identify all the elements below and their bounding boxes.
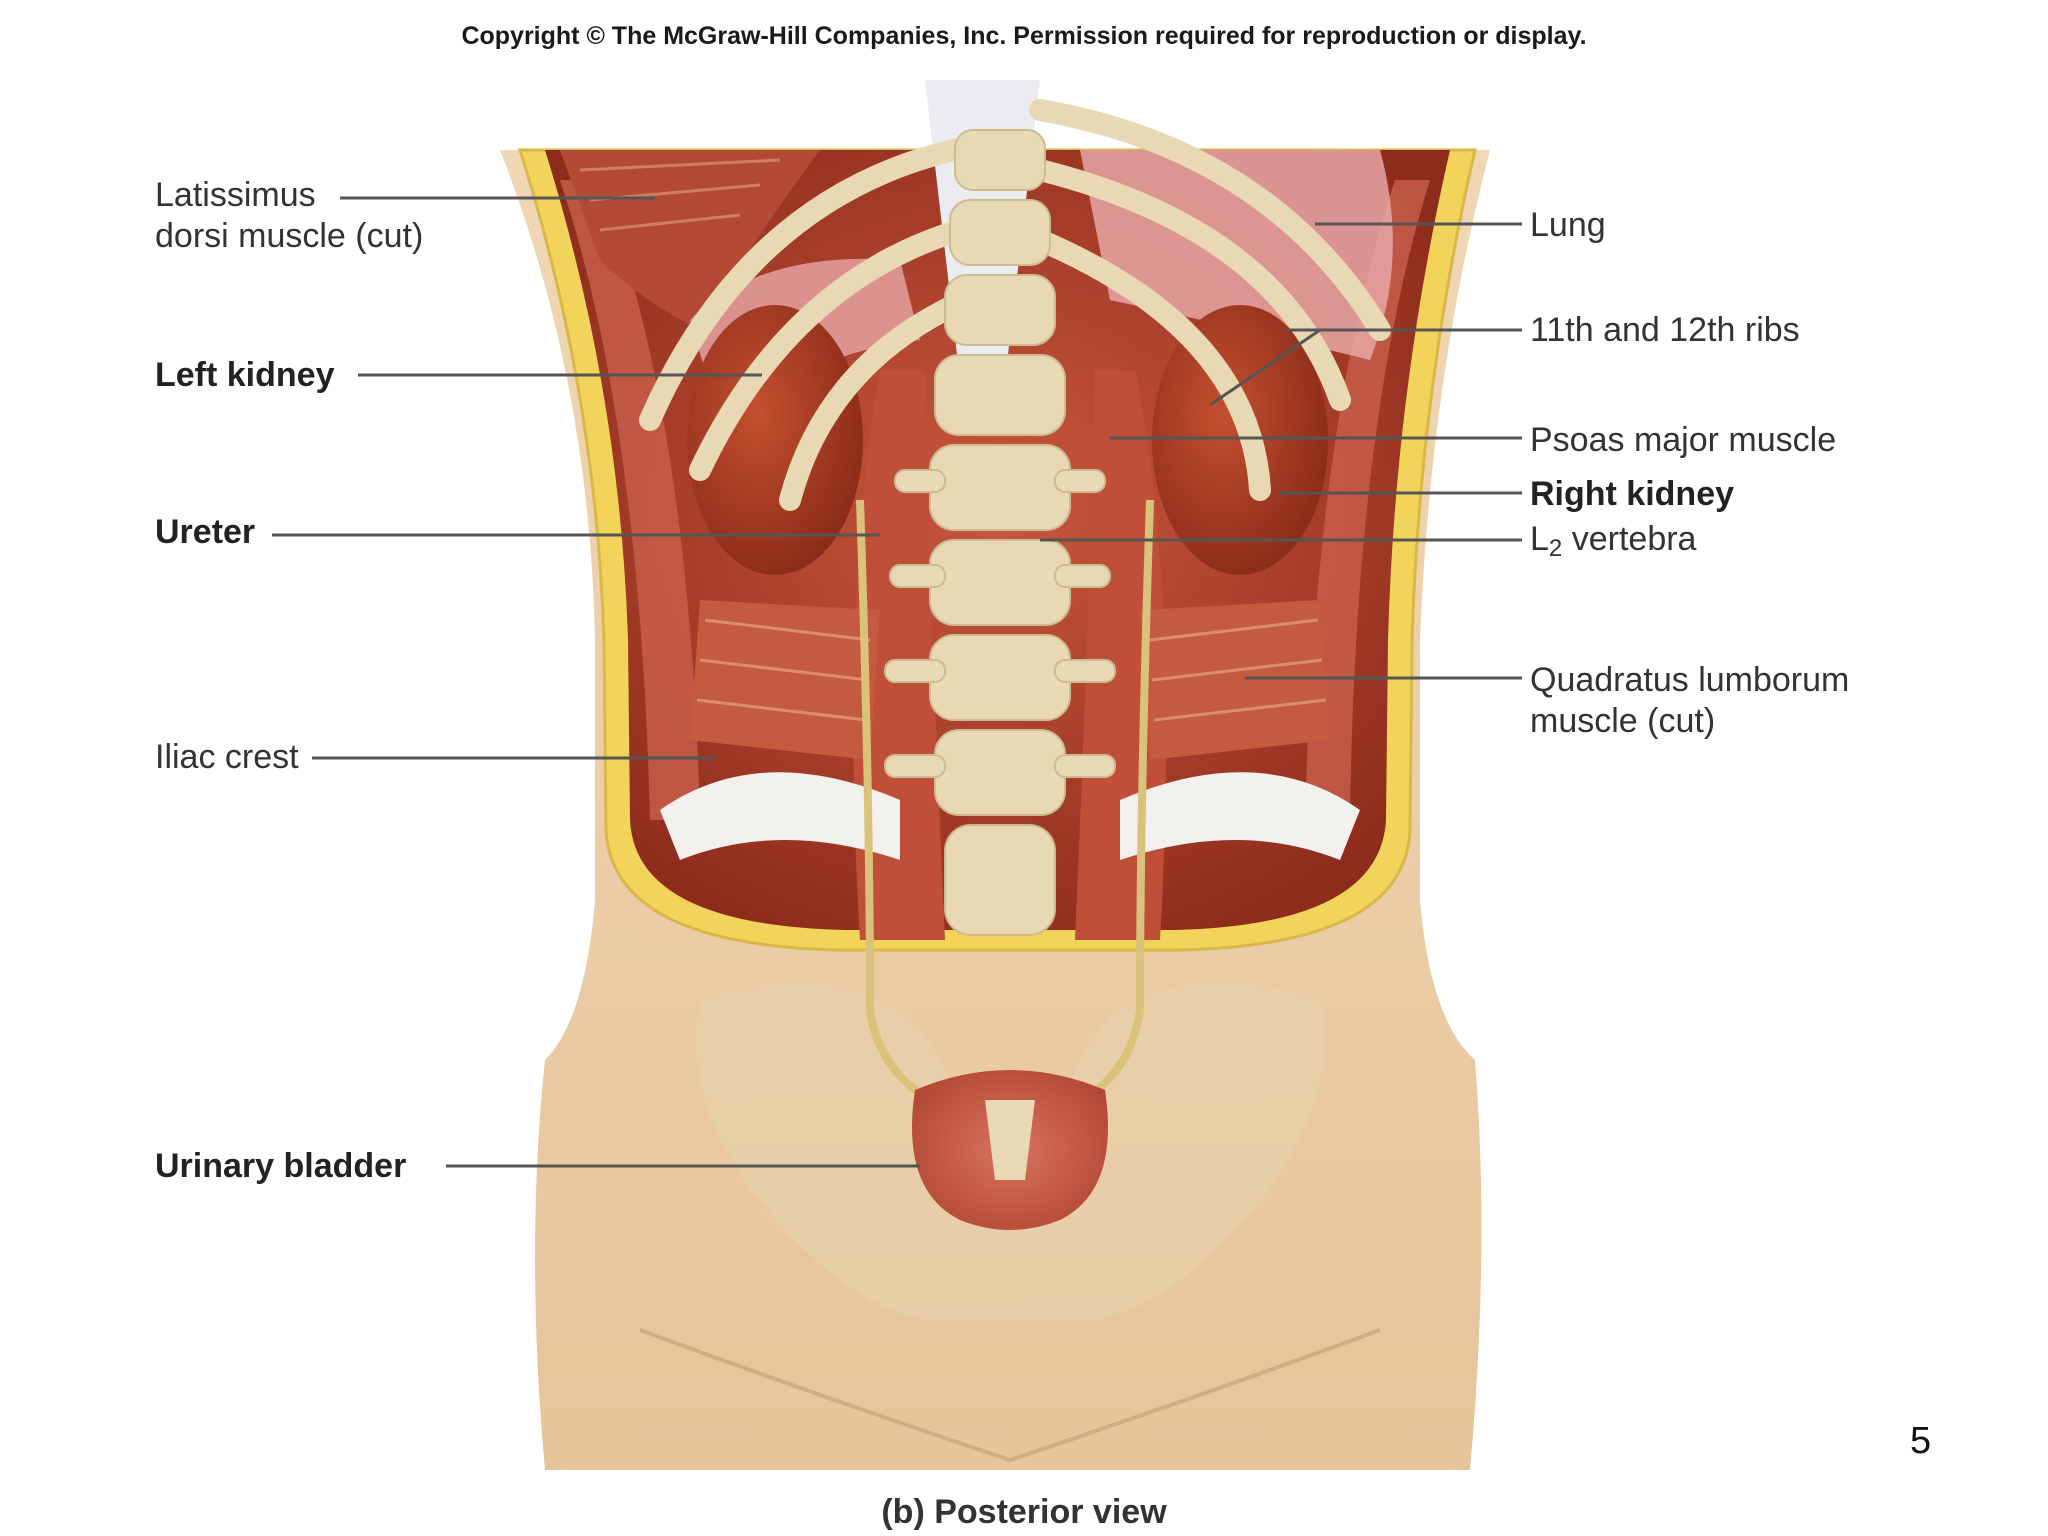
right-kidney (1152, 305, 1328, 575)
rib-right-2 (1029, 159, 1351, 411)
label-quadratus: Quadratus lumborum muscle (cut) (1530, 660, 1849, 742)
label-l2-word: vertebra (1562, 520, 1697, 558)
label-latissimus-line2: dorsi muscle (cut) (155, 217, 424, 255)
rib-left-1 (639, 129, 1021, 431)
label-urinary-bladder: Urinary bladder (155, 1147, 407, 1185)
label-l2-vertebra: L2 vertebra (1530, 519, 1696, 569)
label-quadratus-line1: Quadratus lumborum (1530, 661, 1850, 699)
label-ureter: Ureter (155, 513, 256, 551)
coccyx (985, 1100, 1035, 1180)
label-lung: Lung (1530, 206, 1606, 244)
vertebra-4 (934, 354, 1066, 436)
right-wall-muscle (1305, 180, 1430, 820)
vertebra-6 (929, 539, 1071, 626)
label-ribs: 11th and 12th ribs (1530, 311, 1800, 349)
label-latissimus: Latissimus dorsi muscle (cut) (155, 175, 423, 257)
rib-left-2 (689, 209, 1011, 481)
left-quadratus (690, 600, 880, 760)
label-l2-subscript: 2 (1548, 535, 1563, 562)
left-ureter (856, 499, 952, 1114)
leader-lines (272, 196, 1522, 1168)
copyright-notice: Copyright © The McGraw-Hill Companies, I… (461, 22, 1587, 50)
vertebra-5 (929, 444, 1071, 531)
label-left-kidney: Left kidney (155, 356, 335, 394)
label-l2-letter: L (1530, 520, 1549, 558)
right-quadratus (1140, 600, 1330, 760)
label-iliac-crest: Iliac crest (155, 738, 299, 776)
leader-ribs-b (1209, 328, 1321, 407)
rib-right-1 (1029, 99, 1391, 341)
left-kidney (687, 305, 863, 575)
vertebra-2 (949, 199, 1051, 266)
sacrum (944, 824, 1056, 936)
right-fascia (1120, 772, 1360, 860)
vertebra-7 (929, 634, 1071, 721)
vertebra-1 (954, 129, 1046, 191)
label-latissimus-line1: Latissimus (155, 176, 316, 214)
latissimus-muscle (560, 150, 820, 330)
left-fascia (660, 772, 900, 860)
left-wall-muscle (560, 180, 700, 820)
right-ureter (1063, 499, 1154, 1114)
rib-right-3 (1029, 229, 1271, 501)
label-right-kidney: Right kidney (1530, 475, 1735, 513)
label-quadratus-line2: muscle (cut) (1530, 702, 1716, 740)
vertebra-3 (944, 274, 1056, 346)
page-number: 5 (1910, 1420, 1932, 1462)
buttock-contour (639, 1328, 1381, 1463)
vertebra-8 (934, 729, 1066, 816)
figure-caption: (b) Posterior view (881, 1493, 1167, 1531)
label-psoas: Psoas major muscle (1530, 421, 1837, 459)
